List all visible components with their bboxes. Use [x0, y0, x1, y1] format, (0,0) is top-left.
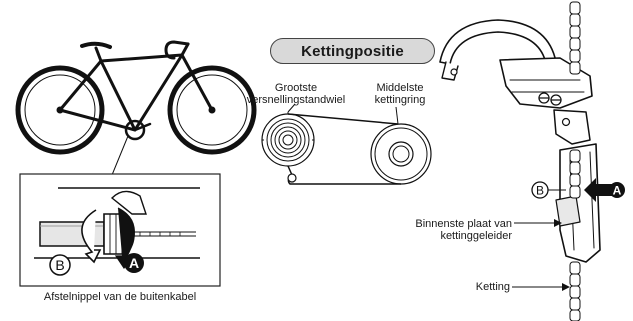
chain-label: Ketting: [475, 281, 510, 293]
push-arrow-a: [584, 178, 612, 202]
chain-position-schematic: [261, 103, 432, 185]
bike-frame: [58, 53, 184, 132]
handlebar: [164, 40, 190, 60]
rear-wheel: [15, 65, 105, 155]
chain: [569, 1, 581, 321]
largest-sprocket: [261, 112, 315, 167]
middle-chainring: [370, 123, 432, 185]
adjuster-label: Afstelnippel van de buitenkabel: [43, 291, 197, 303]
adjuster-inset: B A: [19, 173, 221, 287]
bicycle-illustration: [15, 40, 257, 176]
middle-chainring-label: Middelste kettingring: [374, 82, 426, 106]
chainring: [124, 119, 146, 141]
marker-b-adjuster: B: [55, 257, 64, 273]
derailleur-annotations: A B: [512, 178, 625, 291]
front-wheel: [167, 65, 257, 155]
marker-b-derailleur: B: [536, 184, 544, 198]
rotation-arrow-b: [81, 209, 102, 264]
chain-guide: [559, 143, 601, 263]
inner-plate-label: Binnenste plaat van kettinggeleider: [415, 218, 512, 242]
saddle: [80, 41, 112, 49]
chain-position-title: Kettingpositie: [270, 38, 435, 64]
marker-a-derailleur: A: [613, 184, 622, 198]
front-derailleur: [439, 19, 601, 263]
inner-cable: [128, 231, 196, 237]
marker-a-adjuster: A: [129, 255, 139, 271]
largest-sprocket-label: Grootste versnellingstandwiel: [246, 82, 346, 106]
